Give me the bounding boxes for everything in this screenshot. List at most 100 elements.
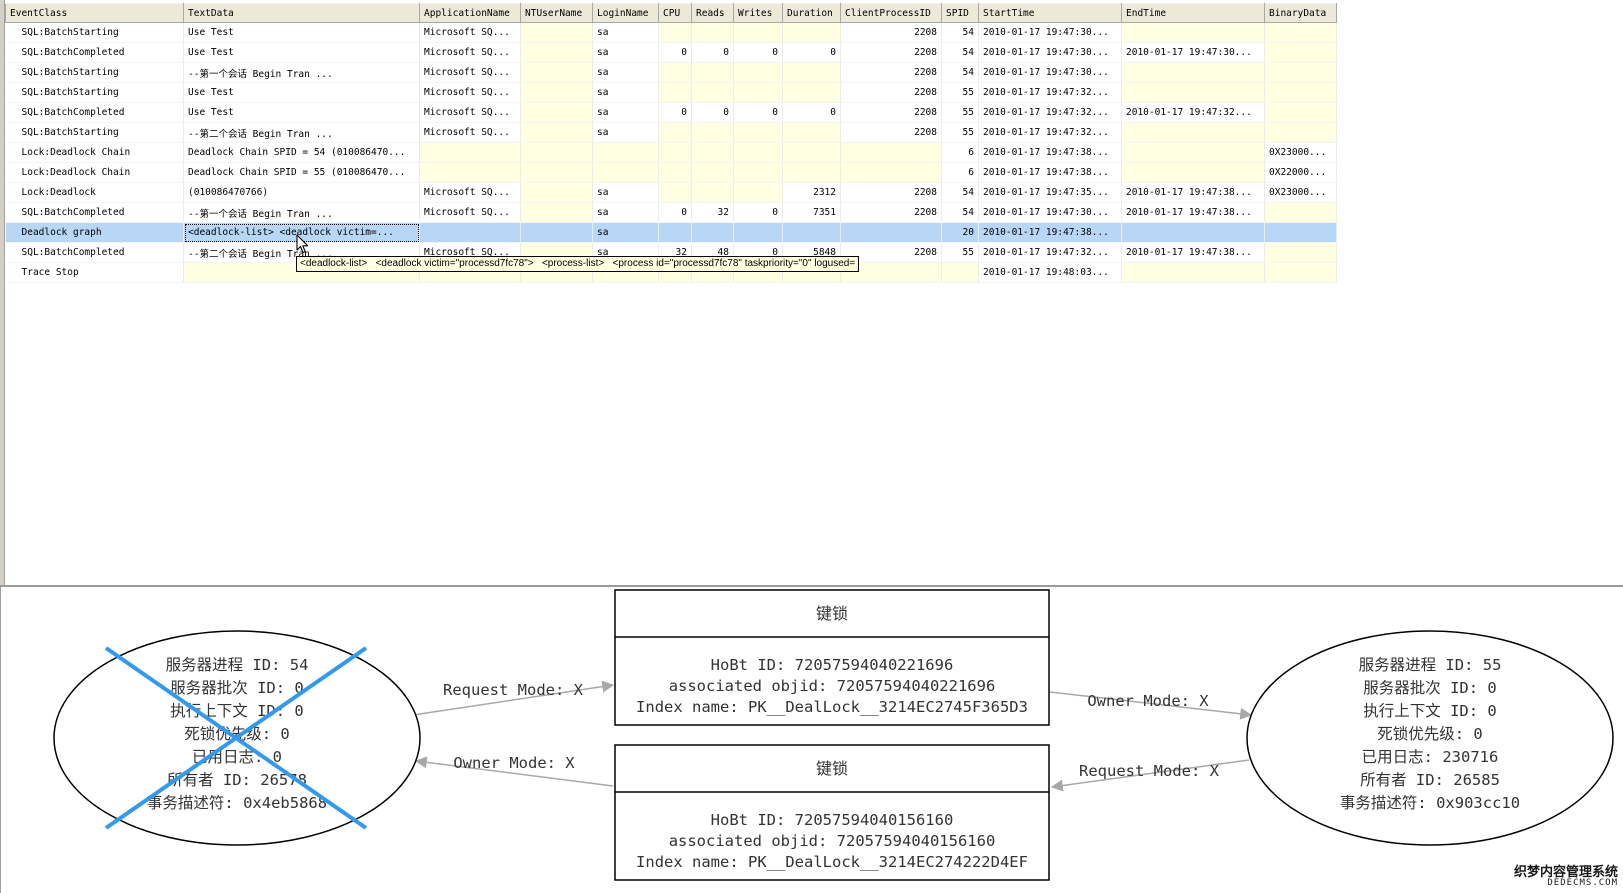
- cell-start: 2010-01-17 19:47:35...: [978, 182, 1122, 203]
- cell-reads: 32: [691, 202, 734, 223]
- cell-cpu: 0: [658, 42, 692, 63]
- detail-line: HoBt ID: 72057594040156160: [711, 811, 954, 829]
- cell-duration: [782, 142, 841, 163]
- detail-line: 服务器批次 ID: 0: [170, 679, 304, 697]
- cell-text: Use Test: [183, 22, 420, 43]
- deadlock-graph-pane[interactable]: Request Mode: X Owner Mode: X Owner Mode…: [0, 587, 1623, 893]
- column-header-textdata[interactable]: TextData: [183, 3, 420, 23]
- detail-line: 服务器批次 ID: 0: [1363, 679, 1497, 697]
- cell-login: sa: [592, 62, 659, 83]
- cell-start: 2010-01-17 19:47:32...: [978, 122, 1122, 143]
- column-header-eventclass[interactable]: EventClass: [5, 3, 184, 23]
- column-header-loginname[interactable]: LoginName: [592, 3, 659, 23]
- process-ellipse: [1246, 630, 1614, 846]
- column-header-reads[interactable]: Reads: [691, 3, 734, 23]
- column-header-clientprocessid[interactable]: ClientProcessID: [840, 3, 942, 23]
- cell-binary: 0X22000...: [1264, 162, 1337, 183]
- table-row[interactable]: Deadlock graph<deadlock-list> <deadlock …: [5, 222, 1337, 243]
- detail-line: 服务器进程 ID: 55: [1359, 656, 1502, 674]
- column-header-duration[interactable]: Duration: [782, 3, 841, 23]
- key-lock-box: [614, 589, 1050, 726]
- cell-spid: [941, 262, 979, 283]
- cell-login: sa: [592, 182, 659, 203]
- cell-start: 2010-01-17 19:47:30...: [978, 42, 1122, 63]
- column-header-applicationname[interactable]: ApplicationName: [419, 3, 521, 23]
- cell-client: 2208: [840, 202, 942, 223]
- cell-start: 2010-01-17 19:47:38...: [978, 142, 1122, 163]
- cell-writes: [733, 122, 783, 143]
- table-row[interactable]: SQL:BatchStarting--第二个会话 Begin Tran ...M…: [5, 122, 1337, 143]
- cell-binary: 0X23000...: [1264, 142, 1337, 163]
- cell-cpu: [658, 162, 692, 183]
- cell-client: 2208: [840, 42, 942, 63]
- cell-writes: 0: [733, 42, 783, 63]
- cell-cpu: [658, 22, 692, 43]
- cell-spid: 54: [941, 22, 979, 43]
- detail-line: 已用日志: 230716: [1362, 748, 1499, 766]
- key-lock-title: 键锁: [816, 759, 848, 778]
- column-header-binarydata[interactable]: BinaryData: [1264, 3, 1337, 23]
- cell-nt: [520, 162, 593, 183]
- cell-event: Lock:Deadlock: [5, 182, 184, 203]
- cell-login: sa: [592, 42, 659, 63]
- cell-binary: [1264, 22, 1337, 43]
- textdata-tooltip: <deadlock-list> <deadlock victim="proces…: [296, 256, 860, 272]
- cell-duration: [782, 122, 841, 143]
- cell-binary: [1264, 62, 1337, 83]
- cell-text: --第一个会话 Begin Tran ...: [183, 202, 420, 223]
- cell-reads: [691, 122, 734, 143]
- column-header-writes[interactable]: Writes: [733, 3, 783, 23]
- cell-spid: 6: [941, 142, 979, 163]
- cell-reads: [691, 142, 734, 163]
- column-header-cpu[interactable]: CPU: [658, 3, 692, 23]
- cell-nt: [520, 62, 593, 83]
- edges: Request Mode: X Owner Mode: X Owner Mode…: [412, 680, 1253, 792]
- cell-text: Deadlock Chain SPID = 54 (010086470...: [183, 142, 420, 163]
- cell-cpu: [658, 142, 692, 163]
- cell-binary: [1264, 262, 1337, 283]
- cell-writes: [733, 142, 783, 163]
- cell-login: sa: [592, 222, 659, 243]
- cell-duration: [782, 222, 841, 243]
- detail-line: associated objid: 72057594040221696: [669, 677, 996, 695]
- table-row[interactable]: Lock:Deadlock(010086470766)Microsoft SQ.…: [5, 182, 1337, 203]
- column-header-endtime[interactable]: EndTime: [1121, 3, 1265, 23]
- column-header-starttime[interactable]: StartTime: [978, 3, 1122, 23]
- cell-binary: 0X23000...: [1264, 182, 1337, 203]
- table-row[interactable]: SQL:BatchCompleted --第一个会话 Begin Tran ..…: [5, 202, 1337, 223]
- cell-binary: [1264, 242, 1337, 263]
- victim-x-mark-icon: [104, 646, 368, 830]
- detail-line: 所有者 ID: 26585: [1360, 771, 1500, 789]
- cell-spid: 54: [941, 202, 979, 223]
- cell-start: 2010-01-17 19:47:32...: [978, 82, 1122, 103]
- column-header-ntusername[interactable]: NTUserName: [520, 3, 593, 23]
- cell-end: [1121, 122, 1265, 143]
- cell-spid: 20: [941, 222, 979, 243]
- cell-duration: 2312: [782, 182, 841, 203]
- table-row[interactable]: SQL:BatchStarting --第一个会话 Begin Tran ...…: [5, 62, 1337, 83]
- cell-start: 2010-01-17 19:47:38...: [978, 162, 1122, 183]
- edge-lock1-owner-p55: [1049, 691, 1253, 720]
- cell-event: SQL:BatchCompleted: [5, 242, 184, 263]
- cell-binary: [1264, 122, 1337, 143]
- cell-spid: 54: [941, 62, 979, 83]
- cell-end: 2010-01-17 19:47:38...: [1121, 202, 1265, 223]
- cell-duration: 7351: [782, 202, 841, 223]
- cell-end: [1121, 222, 1265, 243]
- cell-event: SQL:BatchStarting: [5, 122, 184, 143]
- column-header-spid[interactable]: SPID: [941, 3, 979, 23]
- cell-event: Lock:Deadlock Chain: [5, 142, 184, 163]
